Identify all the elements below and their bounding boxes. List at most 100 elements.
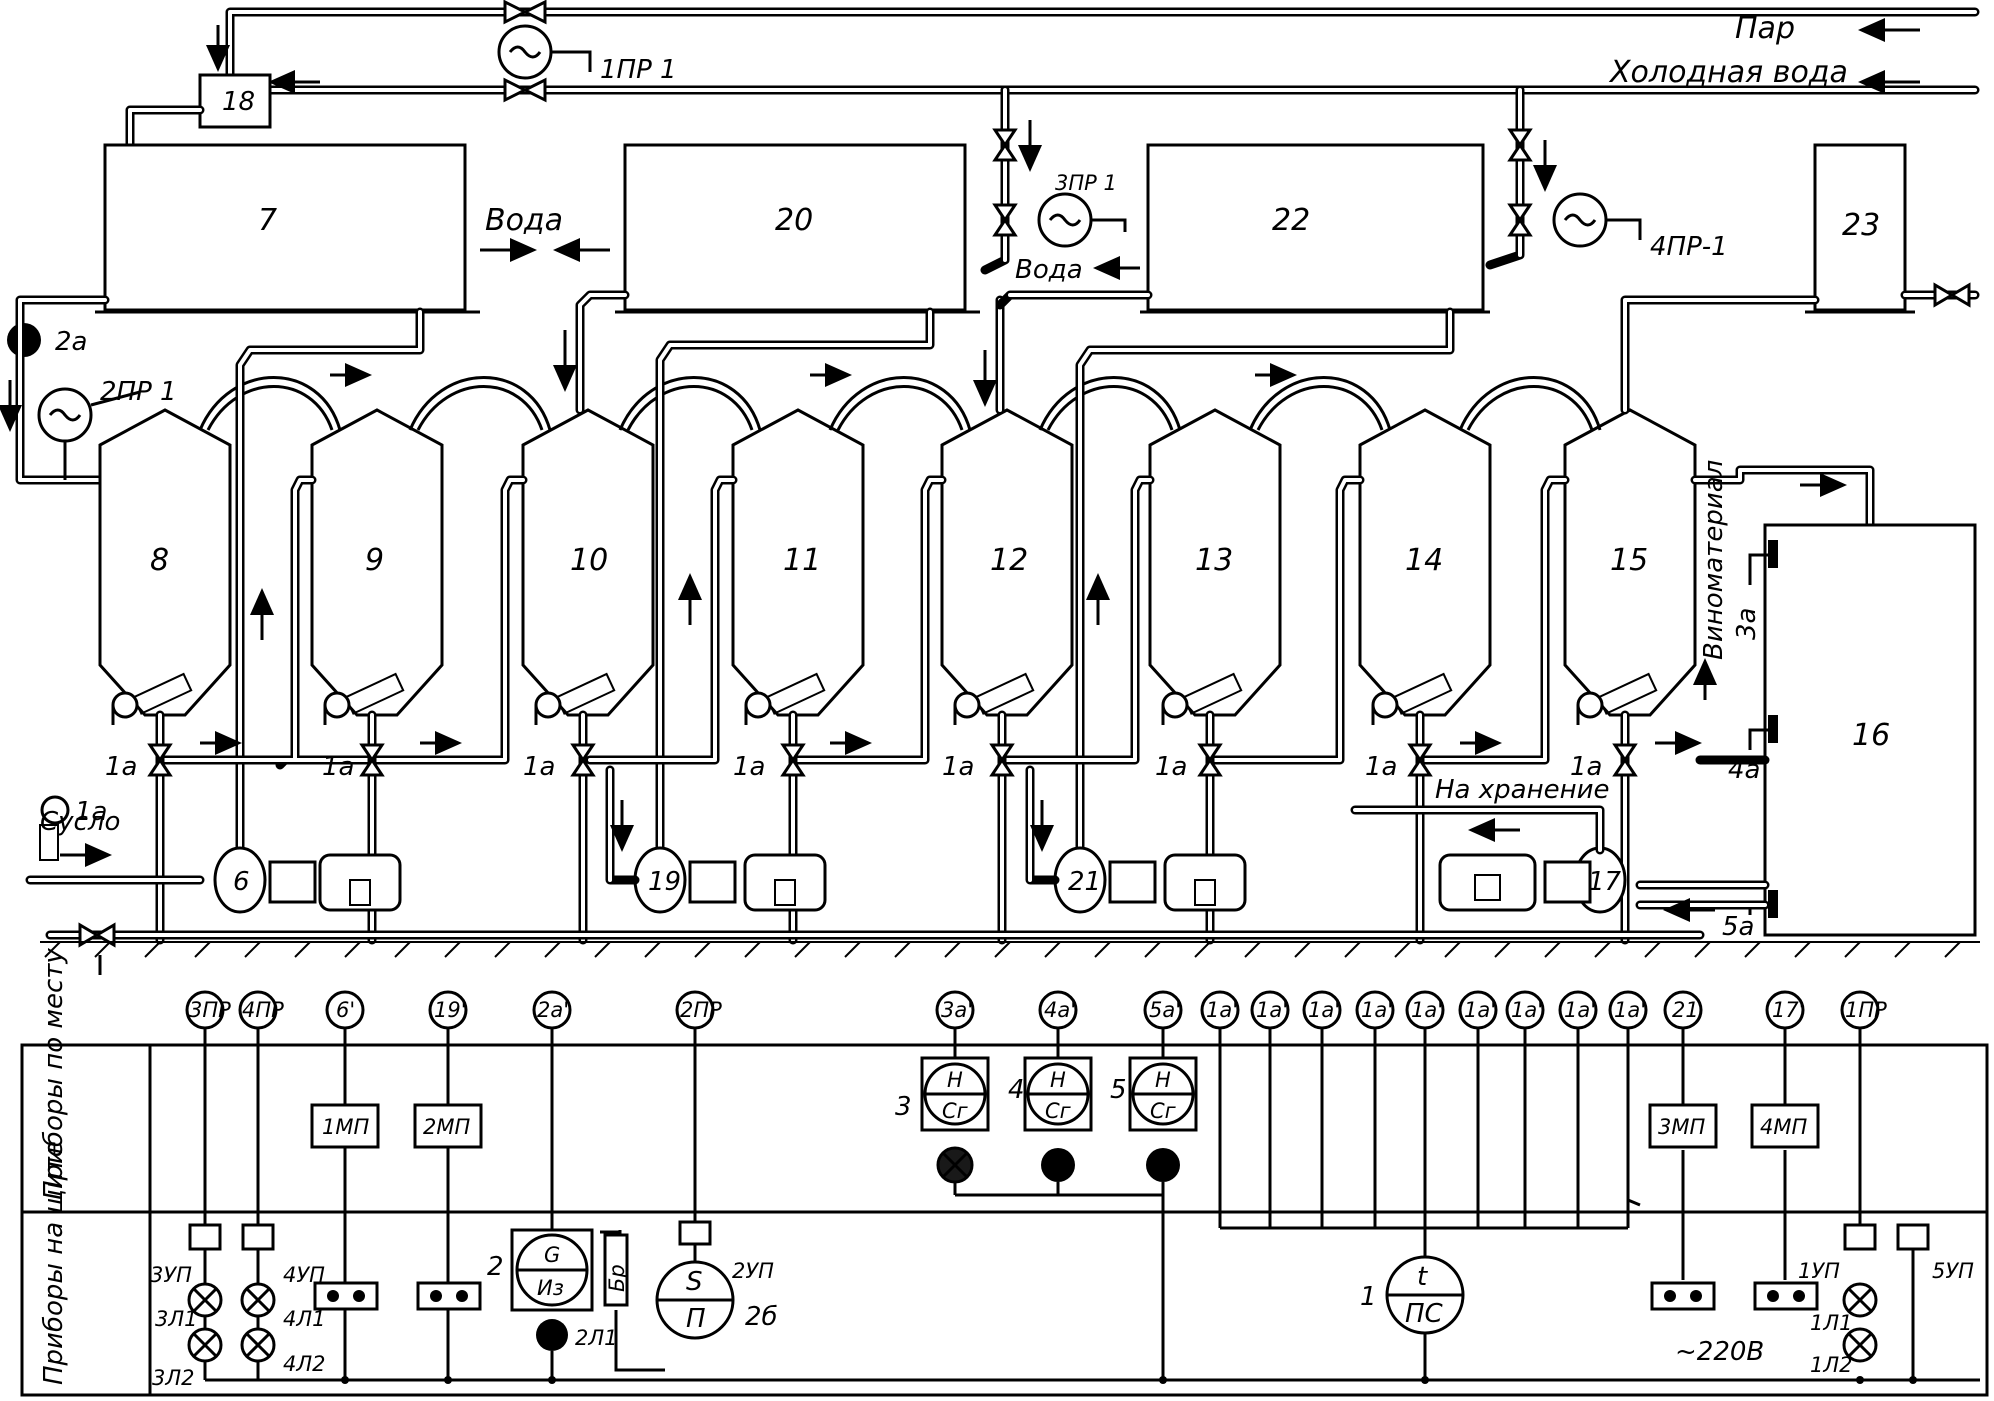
svg-text:Из: Из <box>537 1276 564 1300</box>
fermenter-11: 11 <box>731 408 865 717</box>
svg-text:1ПР: 1ПР <box>1845 998 1887 1022</box>
svg-text:1а': 1а' <box>1564 998 1596 1022</box>
regulator-1-label: 1ПР 1 <box>600 55 677 85</box>
svg-text:1а': 1а' <box>1206 998 1238 1022</box>
panel-row-local: Приборы по месту <box>39 948 69 1200</box>
storage-label: На хранение <box>1435 775 1609 805</box>
svg-text:5УП: 5УП <box>1932 1259 1974 1283</box>
sensor-2a-label: 2а <box>55 327 87 357</box>
cold-water-label: Холодная вода <box>1608 55 1848 90</box>
svg-text:22: 22 <box>1272 203 1310 238</box>
svg-text:Сг: Сг <box>942 1099 969 1123</box>
level-3a-label: 3а <box>1732 608 1762 640</box>
push-button-5up: 5УП <box>1896 1223 1974 1380</box>
svg-text:20: 20 <box>775 203 813 238</box>
panel-row-board: Приборы на щите <box>39 1141 69 1385</box>
return-pipes <box>155 475 1570 770</box>
svg-text:4МП: 4МП <box>1760 1115 1807 1139</box>
svg-text:23: 23 <box>1842 208 1880 243</box>
svg-text:3Л2: 3Л2 <box>152 1366 195 1390</box>
svg-text:5а': 5а' <box>1149 998 1181 1022</box>
svg-text:1а: 1а <box>75 797 107 827</box>
svg-text:t: t <box>1417 1262 1428 1292</box>
svg-text:1: 1 <box>1360 1282 1377 1312</box>
svg-text:1а: 1а <box>942 752 974 782</box>
svg-text:3Л1: 3Л1 <box>155 1307 198 1331</box>
tank-20: 20 <box>615 143 980 314</box>
ground-hatching <box>40 941 1980 958</box>
water-branch-22 <box>1485 85 1557 270</box>
regulator-4-label: 4ПР-1 <box>1650 232 1728 262</box>
svg-text:1а': 1а' <box>1411 998 1443 1022</box>
svg-text:1а: 1а <box>1365 752 1397 782</box>
steam-line <box>225 7 1980 80</box>
svg-text:21: 21 <box>1068 867 1101 897</box>
svg-text:4УП: 4УП <box>283 1263 325 1287</box>
svg-text:S: S <box>686 1267 703 1297</box>
svg-text:1УП: 1УП <box>1798 1259 1840 1283</box>
svg-text:8: 8 <box>150 543 169 578</box>
svg-text:21: 21 <box>1672 998 1699 1022</box>
svg-text:2УП: 2УП <box>732 1259 774 1283</box>
valve-water <box>503 77 547 103</box>
push-buttons <box>313 1281 1819 1311</box>
pump-6: 6 <box>213 846 402 914</box>
bottom-fittings: 1а 1а 1а 1а 1а 1а 1а 1а <box>105 672 1658 945</box>
svg-text:15: 15 <box>1610 543 1648 578</box>
svg-text:3УП: 3УП <box>150 1263 192 1287</box>
svg-text:1а': 1а' <box>1361 998 1393 1022</box>
fermenter-8: 8 <box>98 408 232 717</box>
svg-text:ПС: ПС <box>1405 1299 1444 1329</box>
water-label-1: Вода <box>485 203 563 238</box>
svg-text:4: 4 <box>1008 1075 1025 1105</box>
svg-text:17': 17' <box>1772 998 1805 1022</box>
svg-text:4Л1: 4Л1 <box>283 1307 326 1331</box>
control-panel: Приборы по месту Приборы на щите <box>20 948 1989 1397</box>
level-instruments: НСг 3 НСг 4 НСг 5 <box>895 1056 1198 1380</box>
heat-exchanger-18-label: 18 <box>222 87 255 117</box>
fermenter-12: 12 <box>940 408 1074 717</box>
svg-text:14: 14 <box>1405 543 1443 578</box>
svg-text:6: 6 <box>233 867 250 897</box>
svg-text:3: 3 <box>895 1092 912 1122</box>
instrument-2b: S П 2б 2УП <box>655 1220 778 1340</box>
steam-label: Пар <box>1735 11 1795 46</box>
regulator-2-label: 2ПР 1 <box>100 377 177 407</box>
svg-text:2МП: 2МП <box>423 1115 470 1139</box>
svg-text:Н: Н <box>1050 1068 1066 1092</box>
svg-text:16: 16 <box>1852 718 1890 753</box>
svg-text:2б: 2б <box>745 1302 778 1332</box>
fermenter-9: 9 <box>310 408 444 717</box>
tank-23: 23 <box>1805 143 1915 314</box>
fermenter-10: 10 <box>521 408 655 717</box>
water-label-2: Вода <box>1015 255 1083 285</box>
svg-text:17: 17 <box>1588 867 1622 897</box>
svg-text:3ПР: 3ПР <box>189 998 231 1022</box>
storage-tank-16: 16 <box>1763 523 1977 937</box>
svg-text:2а': 2а' <box>537 998 569 1022</box>
starters: 1МП 2МП 3МП 4МП <box>310 1103 1820 1149</box>
svg-text:1а': 1а' <box>1256 998 1288 1022</box>
fermenter-13: 13 <box>1148 408 1282 717</box>
svg-text:1а': 1а' <box>1614 998 1646 1022</box>
svg-text:Сг: Сг <box>1045 1099 1072 1123</box>
fermenter-15: 15 <box>1563 408 1697 717</box>
svg-text:4а': 4а' <box>1044 998 1076 1022</box>
regulator-3-label: 3ПР 1 <box>1055 171 1117 195</box>
water-branch-20 <box>980 85 1042 275</box>
svg-text:10: 10 <box>570 543 608 578</box>
svg-text:Бр: Бр <box>605 1264 629 1292</box>
svg-text:1Л2: 1Л2 <box>1810 1353 1853 1377</box>
svg-text:1а: 1а <box>105 752 137 782</box>
lamp-stack-4: 4УП 4Л1 4Л2 <box>240 1223 326 1376</box>
svg-text:Н: Н <box>947 1068 963 1092</box>
panel-top-circles: 3ПР 4ПР 6' 19' 2а' 2ПР 3а' 4а' 5а' 1а' 1… <box>185 990 1887 1380</box>
wort-inlet: 1а Сусло <box>25 795 205 885</box>
svg-text:13: 13 <box>1195 543 1233 578</box>
svg-text:1а: 1а <box>1570 752 1602 782</box>
svg-text:2ПР: 2ПР <box>680 998 722 1022</box>
svg-text:3а': 3а' <box>941 998 973 1022</box>
tank-22: 22 <box>1140 143 1490 314</box>
svg-text:6': 6' <box>336 998 355 1022</box>
